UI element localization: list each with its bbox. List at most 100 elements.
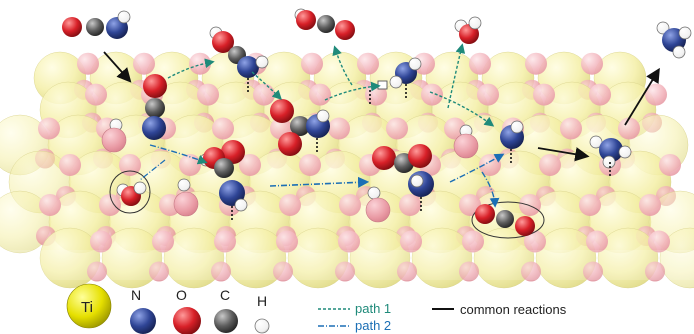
surface-oxygen-atom [386, 117, 408, 140]
co2-oxygen [296, 10, 316, 30]
isocyanic-acid-oxygen [62, 17, 82, 37]
co2-carbon [317, 15, 335, 33]
surface-oxygen-atom [462, 230, 484, 253]
co2-carbon [496, 210, 514, 228]
water-hydrogen [468, 16, 482, 30]
path2-arrow-long [269, 176, 370, 188]
path1-arrow-to-nh [429, 91, 495, 127]
path2-arrow-to-nh [449, 153, 505, 183]
surface-oxygen-atom [659, 153, 681, 176]
path2-arrow-a [149, 144, 208, 165]
path1-arrow-co2-release [332, 45, 353, 86]
surface-oxygen-atom [459, 261, 479, 282]
surface-oxygen-atom [519, 193, 541, 216]
ammonia-hydrogen [589, 135, 603, 149]
surface-oxygen-atom [328, 117, 350, 140]
hnco-oxygen [212, 31, 234, 53]
surface-oxygen-atom [253, 83, 275, 106]
ammonia-hydrogen [602, 155, 616, 169]
carbamate-carbon [214, 158, 234, 178]
ti-atom [101, 227, 163, 289]
isocyanic-acid-carbon [86, 18, 104, 36]
hydroxyl-oxygen [101, 127, 127, 153]
surface-oxygen-atom [581, 52, 603, 75]
legend: Ti N O C H path 1 path 2 common reaction… [66, 283, 567, 334]
ti-atom [535, 227, 597, 289]
surface-oxygen-atom [214, 230, 236, 253]
surface-oxygen-atom [239, 153, 261, 176]
surface-oxygen-atom [399, 193, 421, 216]
carbamate-hydrogen [316, 109, 330, 123]
surface-oxygen-atom [179, 153, 201, 176]
surface-oxygen-atom [400, 230, 422, 253]
surface-oxygen-atom [589, 83, 611, 106]
legend-h-atom [254, 318, 270, 334]
surface-oxygen-atom [639, 193, 661, 216]
ti-atom [287, 227, 349, 289]
path2-arrow-oh [139, 159, 166, 181]
surface-oxygen-atom [189, 52, 211, 75]
carbamate-oxygen [408, 144, 432, 168]
carbamate-oxygen [278, 132, 302, 156]
surface-oxygen-atom [521, 261, 541, 282]
ammonia-hydrogen [656, 21, 670, 35]
ti-atom [163, 227, 225, 289]
surface-oxygen-atom [279, 193, 301, 216]
co2-oxygen [335, 20, 355, 40]
common-arrow-isocyanate-adsorb [103, 51, 132, 83]
hydroxyl-oxygen [453, 133, 479, 159]
amino-hydrogen [408, 57, 422, 71]
hydroxyl-oxygen [365, 197, 391, 223]
surface-oxygen-atom [87, 261, 107, 282]
surface-oxygen-atom [477, 83, 499, 106]
surface-oxygen-atom [309, 83, 331, 106]
ti-atom [349, 227, 411, 289]
path1-arrow-b [251, 71, 282, 100]
ammonia-hydrogen [678, 26, 692, 40]
surface-oxygen-atom [38, 117, 60, 140]
legend-h-label: H [257, 293, 267, 309]
adsorbed-molecules [62, 8, 692, 239]
imido-hydrogen [510, 120, 524, 134]
surface-oxygen-atom [397, 261, 417, 282]
surface-oxygen-atom [645, 261, 665, 282]
surface-oxygen-atom [39, 193, 61, 216]
surface-oxygen-atom [525, 52, 547, 75]
carbamate-oxygen [372, 146, 396, 170]
ammonia-hydrogen [672, 45, 686, 59]
oxygen-vacancy [377, 80, 388, 90]
surface-oxygen-atom [299, 153, 321, 176]
surface-oxygen-atom [273, 261, 293, 282]
ti-atom [225, 227, 287, 289]
ti-atom [411, 227, 473, 289]
surface-oxygen-atom [339, 193, 361, 216]
path1-arrow-water-release [447, 43, 466, 109]
surface-oxygen-atom [335, 261, 355, 282]
surface-oxygen-atom [645, 83, 667, 106]
surface-oxygen-atom [301, 52, 323, 75]
legend-c-label: C [220, 287, 230, 303]
water-highlight-circle [109, 170, 151, 214]
legend-n-atom [130, 308, 156, 334]
nco-oxygen [143, 74, 167, 98]
legend-c-atom [214, 309, 238, 333]
legend-ti-label: Ti [81, 299, 93, 316]
co2-oxygen [515, 216, 535, 236]
surface-oxygen-atom [276, 230, 298, 253]
ammonia-nitrogen [599, 138, 623, 162]
surface-oxygen-atom [59, 153, 81, 176]
ti-atom [597, 227, 659, 289]
surface-oxygen-atom [77, 52, 99, 75]
nco-carbon [145, 98, 165, 118]
ammonia-hydrogen [618, 145, 632, 159]
legend-path1-label: path 1 [355, 301, 391, 316]
tio2-surface [0, 51, 694, 289]
hydroxyl-hydrogen [367, 186, 381, 200]
co2-highlight-circle [471, 201, 545, 239]
legend-common-label: common reactions [460, 302, 567, 317]
carbamate-oxygen [221, 140, 245, 164]
path1-arrow-to-vacancy [324, 81, 381, 101]
surface-oxygen-atom [149, 261, 169, 282]
surface-oxygen-atom [133, 52, 155, 75]
